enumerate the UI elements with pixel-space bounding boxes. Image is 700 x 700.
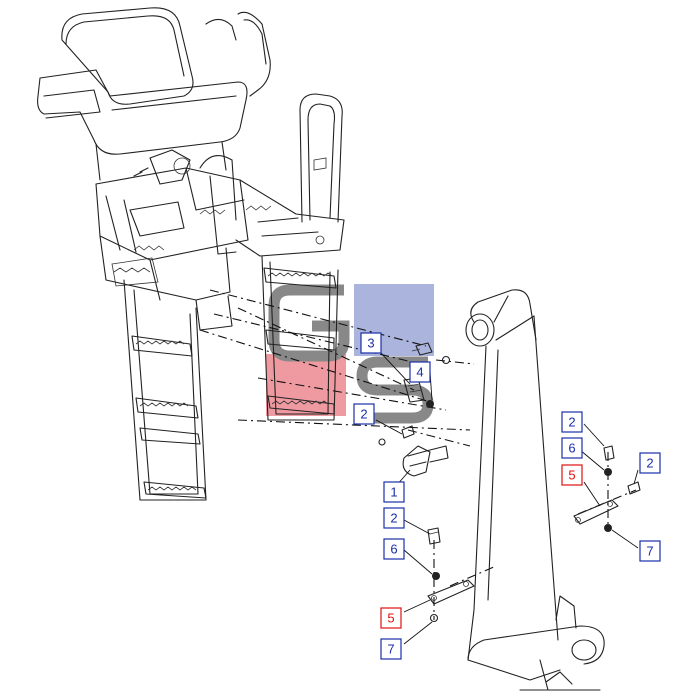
svg-text:2: 2 <box>390 511 397 526</box>
watermark-letter-s <box>356 356 434 424</box>
bolt-mid-a <box>378 425 415 446</box>
svg-text:2: 2 <box>360 407 367 422</box>
callout-5[interactable]: 5 <box>561 464 583 486</box>
svg-text:7: 7 <box>387 642 394 657</box>
callout-7[interactable]: 7 <box>639 540 661 562</box>
leader-2d <box>633 469 639 485</box>
washer-6-lower <box>432 572 440 580</box>
gs-watermark <box>266 284 434 424</box>
platform-frame <box>95 93 345 331</box>
callout-6[interactable]: 6 <box>383 538 405 560</box>
callout-1[interactable]: 1 <box>383 481 405 503</box>
callout-2[interactable]: 2 <box>639 452 661 474</box>
callout-6[interactable]: 6 <box>561 437 583 459</box>
svg-text:7: 7 <box>646 544 653 559</box>
svg-text:2: 2 <box>646 456 653 471</box>
u-bracket-1 <box>402 445 449 477</box>
leader-7b <box>611 529 639 549</box>
washer-upper <box>441 355 451 365</box>
boom-arm <box>465 289 605 691</box>
callout-2[interactable]: 2 <box>561 411 583 433</box>
svg-text:4: 4 <box>416 365 423 380</box>
operator-seat <box>37 7 271 181</box>
watermark-letter-g <box>268 284 350 362</box>
bolt-upper <box>411 342 433 356</box>
callout-2[interactable]: 2 <box>383 507 405 529</box>
svg-text:5: 5 <box>387 611 394 626</box>
bolt-2-lower <box>427 527 441 545</box>
assembly-centre-lines <box>199 289 637 620</box>
bolt-2-far-right <box>627 481 641 495</box>
leader-2b <box>403 519 431 535</box>
callout-2[interactable]: 2 <box>353 403 375 425</box>
callout-7[interactable]: 7 <box>380 638 402 660</box>
leader-5a <box>403 599 431 613</box>
svg-text:1: 1 <box>390 485 397 500</box>
leader-2c <box>583 423 605 447</box>
washer-4 <box>426 400 434 408</box>
nut-7-lower <box>429 613 439 623</box>
svg-text:6: 6 <box>390 542 397 557</box>
svg-text:3: 3 <box>367 336 374 351</box>
leader-3 <box>379 351 411 385</box>
plate-5-lower <box>427 579 475 605</box>
callouts: 3 4 2 1 2 6 5 7 2 6 5 2 <box>353 332 661 660</box>
callout-3[interactable]: 3 <box>360 332 382 354</box>
leader-5b <box>583 481 601 507</box>
leader-7a <box>403 621 433 645</box>
washer-6-right <box>604 468 612 476</box>
watermark-red-block <box>266 354 346 416</box>
bolt-2-right <box>603 445 615 461</box>
callout-5[interactable]: 5 <box>380 607 402 629</box>
plate-5-right <box>573 499 619 525</box>
leader-2a <box>375 419 403 435</box>
left-ladder <box>123 279 207 501</box>
leader-6b <box>579 449 605 471</box>
right-ladder <box>261 255 339 421</box>
svg-text:6: 6 <box>568 441 575 456</box>
callout-4[interactable]: 4 <box>409 361 431 383</box>
nut-7-right <box>604 524 612 532</box>
leader-6a <box>403 549 433 575</box>
svg-text:2: 2 <box>568 415 575 430</box>
hardware-parts <box>378 342 641 623</box>
svg-text:5: 5 <box>568 468 575 483</box>
